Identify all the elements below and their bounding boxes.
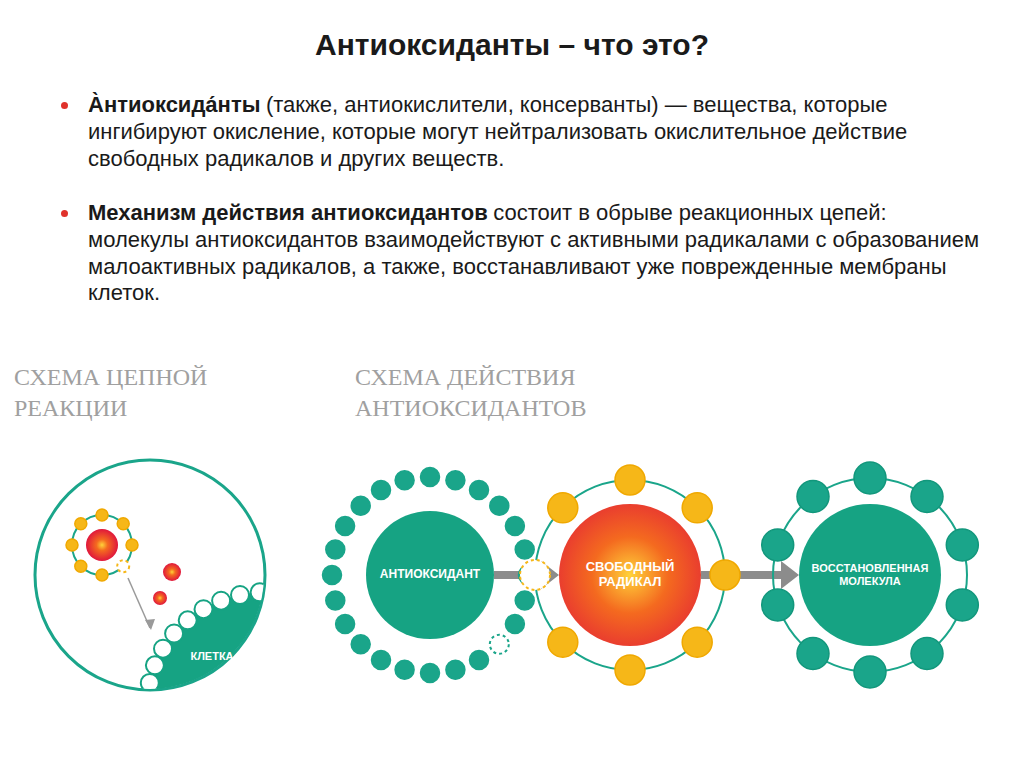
electron-dot (336, 517, 355, 536)
electron-dot (490, 496, 509, 515)
molecule-ring (773, 478, 967, 672)
electron-dot (505, 615, 524, 634)
scheme-caption: СХЕМА ДЕЙСТВИЯ АНТИОКСИДАНТОВ (355, 362, 795, 424)
node-label: КЛЕТКА (190, 650, 233, 663)
membrane-bead (212, 592, 230, 610)
electron-dot (117, 518, 129, 530)
radical (153, 591, 167, 605)
electron-dot (797, 638, 829, 670)
pointer-head (145, 619, 155, 630)
molecule-circle: СВОБОДНЫЙ РАДИКАЛ (559, 504, 701, 646)
electron-dot (548, 493, 578, 523)
arrow-head (781, 561, 799, 589)
electron-dot (946, 589, 978, 621)
electron-dot (372, 650, 391, 669)
electron-dot (126, 539, 138, 551)
electron-dot (762, 589, 794, 621)
bold-term: А̀нтиоксида́нты (88, 92, 260, 117)
electron-dot (351, 635, 370, 654)
electron-dot (446, 471, 465, 490)
bold-term: Механизм действия антиоксидантов (88, 200, 488, 225)
membrane-bead (179, 611, 197, 629)
molecule-circle: АНТИОКСИДАНТ (366, 511, 494, 639)
electron-dot (710, 560, 740, 590)
electron-dot (421, 664, 440, 683)
electron-dot (615, 655, 645, 685)
electron-dot (682, 627, 712, 657)
node-label: СВОБОДНЫЙ РАДИКАЛ (580, 560, 680, 590)
bullet-dot (61, 102, 68, 109)
electron-dot (854, 462, 886, 494)
molecule-circle: ВОССТАНОВЛЕННАЯ МОЛЕКУЛА (799, 504, 941, 646)
electron-dot (323, 566, 342, 585)
membrane-bead (141, 674, 159, 692)
bullet-paragraph: Механизм действия антиоксидантовсостоит … (88, 200, 993, 307)
missing-electron (520, 560, 550, 590)
membrane-bead (165, 625, 183, 643)
electron-dot (470, 650, 489, 669)
membrane-bead (154, 640, 172, 658)
radical (163, 563, 181, 581)
node-label: АНТИОКСИДАНТ (380, 568, 480, 582)
radical (86, 529, 118, 561)
missing-electron (117, 560, 129, 572)
scheme-circle (35, 460, 265, 690)
flow-arrow (494, 561, 559, 589)
electron-dot (66, 539, 78, 551)
flow-arrow (701, 561, 799, 589)
electron-dot (372, 481, 391, 500)
antioxidant-scheme (323, 462, 979, 688)
electron-dot (326, 591, 345, 610)
electron-dot (854, 656, 886, 688)
bullet-paragraph: А̀нтиоксида́нты(также, антиокислители, к… (88, 92, 993, 172)
electron-dot (421, 468, 440, 487)
electron-dot (515, 540, 534, 559)
electron-dot (515, 591, 534, 610)
electron-dot (797, 481, 829, 513)
electron-dot (351, 496, 370, 515)
scheme-caption: СХЕМА ЦЕПНОЙ РЕАКЦИИ (14, 362, 214, 424)
electron-dot (395, 471, 414, 490)
membrane-bead (231, 586, 249, 604)
molecule-ring (72, 515, 132, 575)
electron-dot (682, 493, 712, 523)
electron-dot (911, 481, 943, 513)
electron-dot (446, 660, 465, 679)
electron-dot (505, 517, 524, 536)
electron-dot (326, 540, 345, 559)
title: Антиоксиданты – что это? (0, 28, 1024, 62)
membrane-bead (146, 656, 164, 674)
electron-dot (96, 569, 108, 581)
membrane-bead (195, 600, 213, 618)
electron-dot (548, 627, 578, 657)
cell-body (148, 592, 388, 768)
membrane-bead (251, 583, 269, 601)
electron-dot (336, 615, 355, 634)
electron-dot (75, 560, 87, 572)
electron-dot (946, 529, 978, 561)
cell-label-region: КЛЕТКА (162, 636, 262, 676)
radical-ring (535, 480, 725, 670)
electron-dot (470, 481, 489, 500)
node-label: ВОССТАНОВЛЕННАЯ МОЛЕКУЛА (811, 562, 929, 587)
electron-dot (75, 518, 87, 530)
missing-electron (490, 635, 509, 654)
chain-reaction-scheme (35, 460, 388, 768)
electron-dot (911, 638, 943, 670)
membrane-bead (271, 584, 289, 602)
electron-dot (615, 465, 645, 495)
bullet-dot (61, 210, 68, 217)
electron-dot (96, 509, 108, 521)
electron-dot (395, 660, 414, 679)
electron-dot (762, 529, 794, 561)
